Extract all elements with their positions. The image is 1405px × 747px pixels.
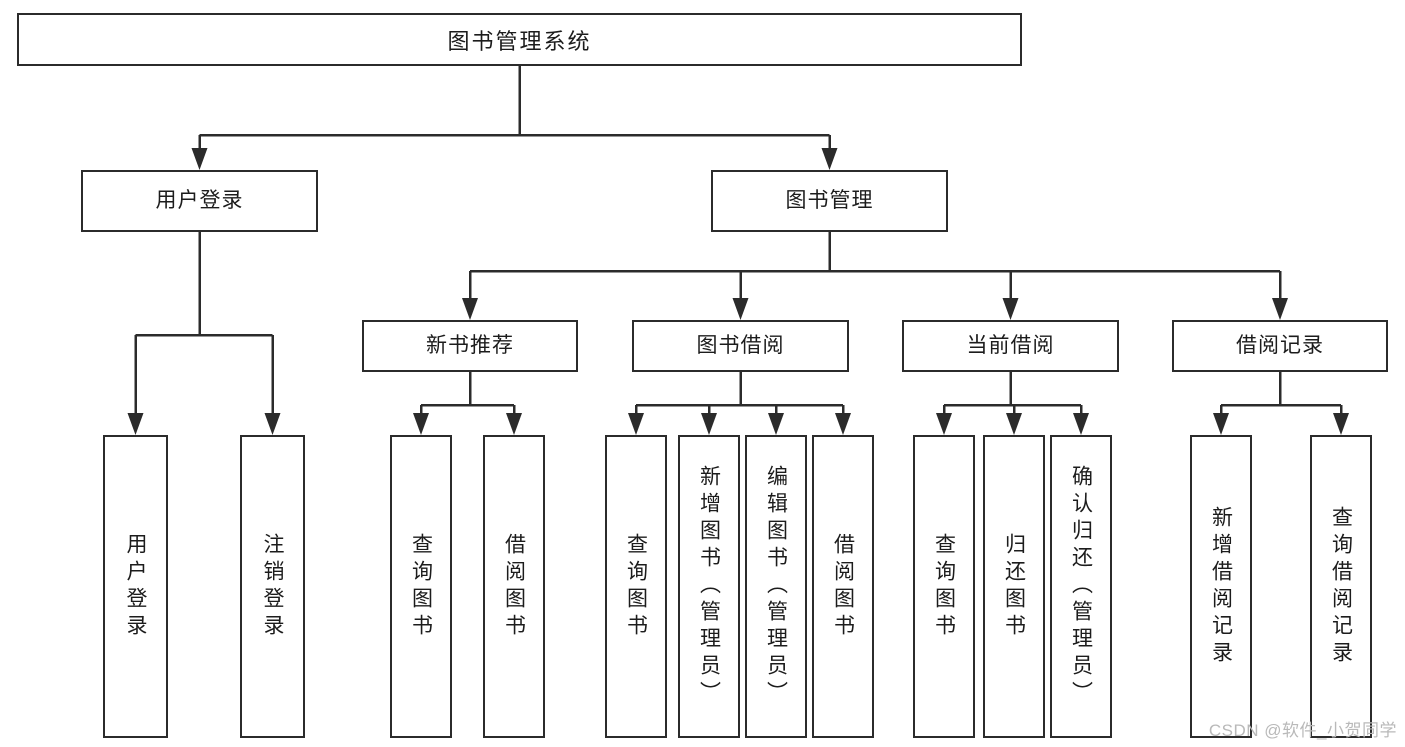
node-label: 当前借阅 bbox=[966, 334, 1055, 358]
node-label: 用户登录 bbox=[155, 189, 244, 213]
csdn-watermark: CSDN @软件_小贺同学 bbox=[1208, 721, 1397, 740]
node-user-login-leaf[interactable]: 用户登录 bbox=[103, 435, 168, 738]
node-borrow-borrow-book[interactable]: 借阅图书 bbox=[812, 435, 874, 738]
node-borrow-query-book[interactable]: 查询图书 bbox=[605, 435, 667, 738]
node-label: 借阅图书 bbox=[502, 532, 526, 641]
node-root[interactable]: 图书管理系统 bbox=[17, 13, 1022, 66]
node-label: 借阅图书 bbox=[831, 532, 855, 641]
node-label: 编辑图书（管理员） bbox=[764, 465, 788, 708]
node-label: 图书管理系统 bbox=[447, 28, 592, 54]
node-recommend-query-book[interactable]: 查询图书 bbox=[390, 435, 452, 738]
node-label: 注销登录 bbox=[261, 532, 284, 641]
node-label: 新书推荐 bbox=[426, 334, 514, 358]
node-label: 查询图书 bbox=[932, 532, 956, 641]
node-label: 用户登录 bbox=[124, 532, 147, 641]
node-label: 借阅记录 bbox=[1236, 334, 1324, 358]
node-record-query[interactable]: 查询借阅记录 bbox=[1310, 435, 1372, 738]
node-label: 归还图书 bbox=[1002, 532, 1026, 641]
node-borrow-add-book[interactable]: 新增图书（管理员） bbox=[678, 435, 740, 738]
node-label: 图书借阅 bbox=[696, 334, 785, 358]
node-book-borrow[interactable]: 图书借阅 bbox=[632, 320, 849, 372]
node-borrow-edit-book[interactable]: 编辑图书（管理员） bbox=[745, 435, 807, 738]
node-label: 查询图书 bbox=[624, 532, 648, 641]
node-label: 查询借阅记录 bbox=[1329, 505, 1353, 668]
node-borrow-record[interactable]: 借阅记录 bbox=[1172, 320, 1388, 372]
node-label: 确认归还（管理员） bbox=[1069, 465, 1093, 708]
node-current-query-book[interactable]: 查询图书 bbox=[913, 435, 975, 738]
node-label: 新增借阅记录 bbox=[1209, 505, 1233, 668]
node-current-return-book[interactable]: 归还图书 bbox=[983, 435, 1045, 738]
node-current-borrow[interactable]: 当前借阅 bbox=[902, 320, 1119, 372]
node-user-login[interactable]: 用户登录 bbox=[81, 170, 318, 232]
node-recommend-borrow-book[interactable]: 借阅图书 bbox=[483, 435, 545, 738]
node-logout-leaf[interactable]: 注销登录 bbox=[240, 435, 305, 738]
node-label: 新增图书（管理员） bbox=[697, 465, 721, 708]
node-record-add[interactable]: 新增借阅记录 bbox=[1190, 435, 1252, 738]
node-label: 查询图书 bbox=[409, 532, 433, 641]
node-current-confirm-return[interactable]: 确认归还（管理员） bbox=[1050, 435, 1112, 738]
node-book-management[interactable]: 图书管理 bbox=[711, 170, 948, 232]
node-new-book-recommend[interactable]: 新书推荐 bbox=[362, 320, 578, 372]
node-label: 图书管理 bbox=[785, 189, 874, 213]
